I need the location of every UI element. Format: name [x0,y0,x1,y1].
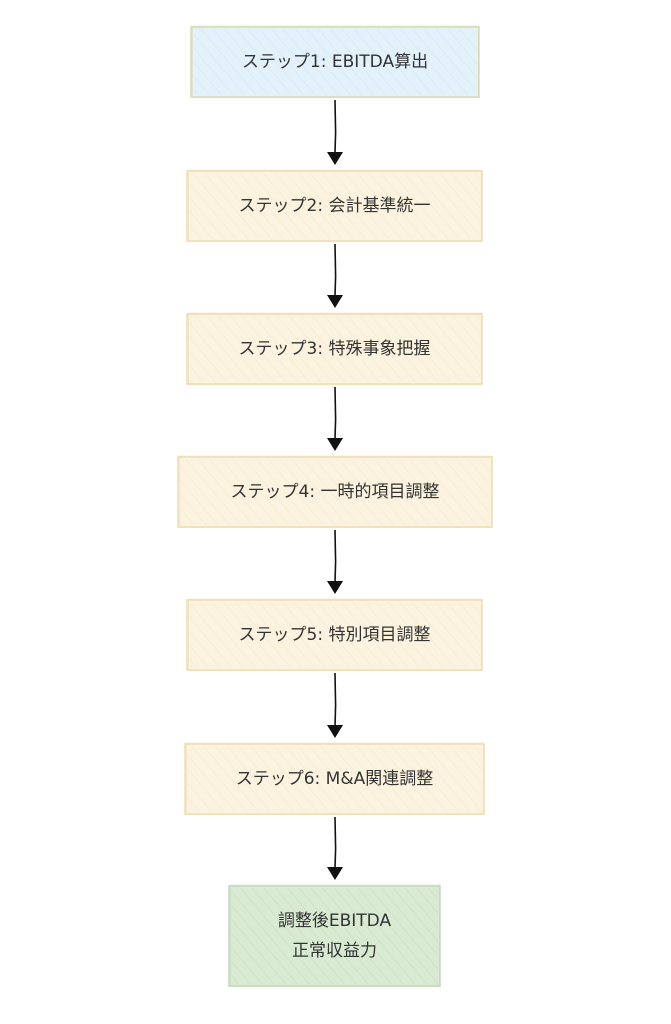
node-label-step3-1: ステップ3: 特殊事象把握 [239,339,431,359]
arrow-head-icon [327,867,343,880]
node-hatch-step4 [180,459,490,525]
edge-line-step1 [334,99,337,154]
arrow-head-icon [327,581,343,594]
node-outline-step1 [191,25,479,98]
node-label-step4-1: ステップ4: 一時的項目調整 [231,482,440,502]
arrow-head-icon [327,295,343,308]
node-hatch-step5 [189,602,480,668]
arrow-head-icon [327,725,343,738]
node-step5: ステップ5: 特別項目調整 [186,598,483,671]
node-step1: ステップ1: EBITDA算出 [190,25,480,98]
edge-line-step4 [334,529,337,583]
node-label-result-2: 正常収益力 [292,941,377,961]
node-step4: ステップ4: 一時的項目調整 [177,455,493,528]
node-label-step1-1: ステップ1: EBITDA算出 [242,52,428,72]
arrow-head-icon [327,438,343,451]
edge-line-step5 [334,672,337,727]
node-outline-step2 [187,169,482,242]
node-outline-step6 [185,742,484,815]
node-step3: ステップ3: 特殊事象把握 [186,312,483,385]
node-hatch-step6 [187,746,482,812]
edge-step5-to-step6 [327,672,343,738]
node-hatch-step1 [193,29,477,95]
node-outline-step5 [187,598,482,671]
node-label-result-1: 調整後EBITDA [278,911,392,931]
edge-line-step6 [334,816,337,869]
node-result: 調整後EBITDA 正常収益力 [228,884,441,987]
arrow-head-icon [327,152,343,165]
node-label-step6-1: ステップ6: M&A関連調整 [236,769,434,789]
edge-step1-to-step2 [327,99,343,165]
node-outline-result [229,884,440,987]
node-hatch-result [231,888,438,984]
node-hatch-step2 [189,173,480,239]
edge-line-step2 [334,243,337,297]
edge-step4-to-step5 [327,529,343,594]
node-label-step2-1: ステップ2: 会計基準統一 [239,196,431,216]
edge-step2-to-step3 [327,243,343,308]
node-step6: ステップ6: M&A関連調整 [184,742,485,815]
edge-step6-to-result [327,816,343,880]
node-outline-step4 [178,455,492,528]
edges-layer [327,99,343,880]
node-step2: ステップ2: 会計基準統一 [186,169,483,242]
edge-step3-to-step4 [327,386,343,451]
node-label-step5-1: ステップ5: 特別項目調整 [239,625,431,645]
node-hatch-step3 [189,316,480,382]
edge-line-step3 [334,386,337,440]
node-outline-step3 [187,312,482,385]
